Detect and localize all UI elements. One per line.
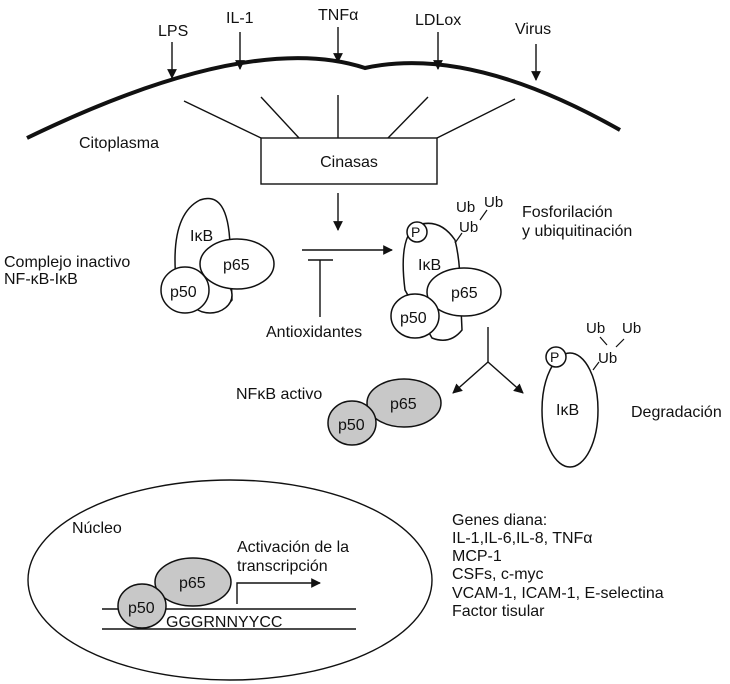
target-gene-item: IL-1,IL-6,IL-8, TNFα: [452, 530, 593, 547]
transcription-label-1: Activación de la: [237, 539, 349, 556]
inactive-complex: IκB p65 p50: [160, 197, 275, 314]
stimulus-lps: LPS: [158, 23, 188, 79]
ubiquitin-label: Ub: [586, 320, 605, 337]
active-nfkb-label: NFκB activo: [236, 386, 322, 403]
p65-label: p65: [179, 575, 206, 592]
cell-membrane: [26, 56, 621, 140]
p50-label: p50: [170, 284, 197, 301]
p65-protein: [154, 557, 232, 607]
stimulus-tnfa: TNFα: [318, 7, 358, 63]
inactive-complex-label-2: NF-κB-IκB: [4, 271, 78, 288]
target-gene-item: CSFs, c-myc: [452, 566, 544, 583]
ikb-protein: [541, 352, 599, 468]
ikb-label: IκB: [418, 257, 441, 274]
ubiquitin-label: Ub: [456, 199, 475, 216]
stimulus-il1: IL-1: [226, 10, 254, 70]
degradation-label: Degradación: [631, 404, 722, 421]
p65-protein: [426, 267, 502, 317]
p65-protein: [199, 238, 275, 290]
ubiquitin-label: Ub: [459, 219, 478, 236]
stimulus-ldlox: LDLox: [415, 12, 461, 70]
p50-protein: [117, 583, 167, 629]
p50-protein: [160, 266, 210, 314]
stimulus-label: LDLox: [415, 12, 461, 29]
split-arrows: [452, 327, 524, 394]
ikb-label: IκB: [190, 228, 213, 245]
phosphorylation-label-2: y ubiquitinación: [522, 223, 632, 240]
phosphate-label: P: [550, 349, 559, 365]
inactive-complex-label-1: Complejo inactivo: [4, 254, 130, 271]
p50-label: p50: [128, 600, 155, 617]
transcription-label-2: transcripción: [237, 558, 328, 575]
p65-label: p65: [223, 257, 250, 274]
p65-label: p65: [451, 285, 478, 302]
p65-label: p65: [390, 396, 417, 413]
stimulus-virus: Virus: [515, 21, 551, 81]
receptor-lines: [183, 95, 516, 139]
stimulus-label: Virus: [515, 21, 551, 38]
antioxidants-label: Antioxidantes: [266, 324, 362, 341]
kinases-box: Cinasas: [260, 137, 438, 185]
p65-protein: [366, 378, 442, 428]
active-nfkb: p65 p50: [327, 378, 442, 446]
cytoplasm-label: Citoplasma: [79, 135, 159, 152]
transcription-arrow: [236, 578, 321, 604]
dna-sequence-label: GGGRNNYYCC: [166, 614, 282, 631]
target-genes-title: Genes diana:: [452, 512, 547, 529]
target-gene-item: VCAM-1, ICAM-1, E-selectina: [452, 585, 664, 602]
stimulus-label: LPS: [158, 23, 188, 40]
phosphate-group: [406, 221, 428, 243]
nucleus-label: Núcleo: [72, 520, 122, 537]
stimulus-label: TNFα: [318, 7, 358, 24]
kinases-label: Cinasas: [320, 154, 378, 171]
target-gene-item: Factor tisular: [452, 603, 545, 620]
target-gene-item: MCP-1: [452, 548, 502, 565]
antioxidant-inhibition: [308, 259, 333, 317]
stimulus-label: IL-1: [226, 10, 254, 27]
ubiquitin-label: Ub: [622, 320, 641, 337]
p50-protein: [390, 293, 440, 339]
nucleus: [27, 479, 433, 681]
ubiquitin-label: Ub: [598, 350, 617, 367]
p50-label: p50: [338, 417, 365, 434]
phosphate-label: P: [411, 224, 420, 240]
phospho-complex: IκB p65 p50 P Ub Ub Ub: [390, 194, 503, 341]
bound-nfkb: p65 p50: [117, 557, 232, 629]
ubiquitin-label: Ub: [484, 194, 503, 211]
ikb-label: IκB: [556, 402, 579, 419]
target-genes-list: Genes diana: IL-1,IL-6,IL-8, TNFα MCP-1 …: [452, 512, 664, 620]
p50-protein: [327, 400, 377, 446]
phosphorylation-label-1: Fosforilación: [522, 204, 613, 221]
degraded-ikb: IκB P Ub Ub Ub: [541, 320, 641, 468]
phosphate-group: [545, 346, 567, 368]
p50-label: p50: [400, 310, 427, 327]
